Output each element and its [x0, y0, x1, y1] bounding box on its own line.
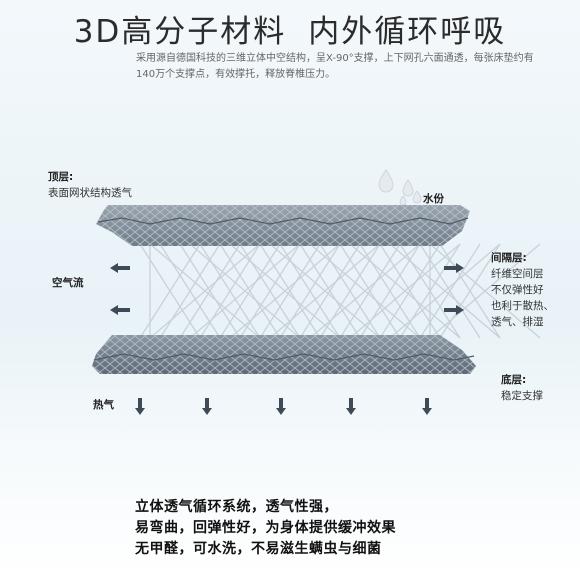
spacer-desc-line: 纤维空间层	[491, 268, 544, 280]
subtitle: 采用源自德国科技的三维立体中空结构，呈X-90°支撑，上下网孔六面通透，每张床垫…	[136, 53, 534, 80]
spacer-fiber	[229, 243, 341, 339]
spacer-desc-line: 透气、排湿	[491, 316, 544, 328]
spacer-desc-line: 也利于散热、	[491, 300, 554, 312]
spacer-fiber	[309, 243, 421, 339]
arrow-down-icon	[346, 398, 356, 415]
arrow-right-icon	[444, 263, 464, 273]
feature-line: 立体透气循环系统，透气性强，	[135, 499, 338, 515]
feature-line: 易弯曲，回弹性好，为身体提供缓冲效果	[135, 520, 396, 536]
airflow-label: 空气流	[52, 275, 84, 291]
arrow-left-icon	[110, 263, 130, 273]
water-droplet-icon	[378, 169, 422, 206]
heat-label: 热气	[93, 397, 114, 413]
spacer-layer-label: 间隔层: 纤维空间层 不仅弹性好 也利于散热、 透气、排湿	[491, 250, 554, 330]
spacer-desc-line: 不仅弹性好	[491, 284, 544, 296]
spacer-fiber	[149, 243, 261, 339]
page-title: 3D高分子材料内外循环呼吸	[0, 6, 580, 51]
airflow-text: 空气流	[52, 277, 84, 289]
bottom-layer-desc: 稳定支撑	[501, 390, 543, 402]
arrow-down-icon	[422, 398, 432, 415]
spacer-fiber	[389, 243, 501, 339]
spacer-fiber	[269, 243, 381, 339]
bottom-mesh-layer	[92, 335, 476, 374]
spacer-fibers	[139, 243, 541, 339]
title-part-material: 3D高分子材料	[73, 14, 287, 50]
arrow-down-icon	[135, 398, 145, 415]
arrow-left-icon	[110, 305, 130, 315]
heat-text: 热气	[93, 399, 114, 411]
moisture-text: 水份	[423, 193, 444, 205]
spacer-fiber	[429, 243, 541, 339]
bottom-layer-title: 底层:	[501, 374, 527, 386]
bottom-layer-label: 底层: 稳定支撑	[501, 372, 543, 404]
spacer-layer-title: 间隔层:	[491, 252, 527, 264]
spacer-fiber	[439, 243, 501, 339]
top-mesh-layer	[96, 205, 470, 246]
top-layer-label: 顶层: 表面网状结构透气	[48, 169, 132, 201]
top-layer-title: 顶层:	[48, 171, 74, 183]
arrow-down-icon	[276, 398, 286, 415]
arrow-right-icon	[444, 305, 464, 315]
spacer-fiber	[189, 243, 301, 339]
top-layer-desc: 表面网状结构透气	[48, 187, 132, 199]
feature-line: 无甲醛，可水洗，不易滋生螨虫与细菌	[135, 541, 382, 557]
title-part-breathing: 内外循环呼吸	[308, 14, 507, 50]
feature-summary: 立体透气循环系统，透气性强， 易弯曲，回弹性好，为身体提供缓冲效果 无甲醛，可水…	[135, 497, 396, 560]
arrow-down-icon	[202, 398, 212, 415]
spacer-fiber	[349, 243, 461, 339]
moisture-label: 水份	[423, 191, 444, 207]
